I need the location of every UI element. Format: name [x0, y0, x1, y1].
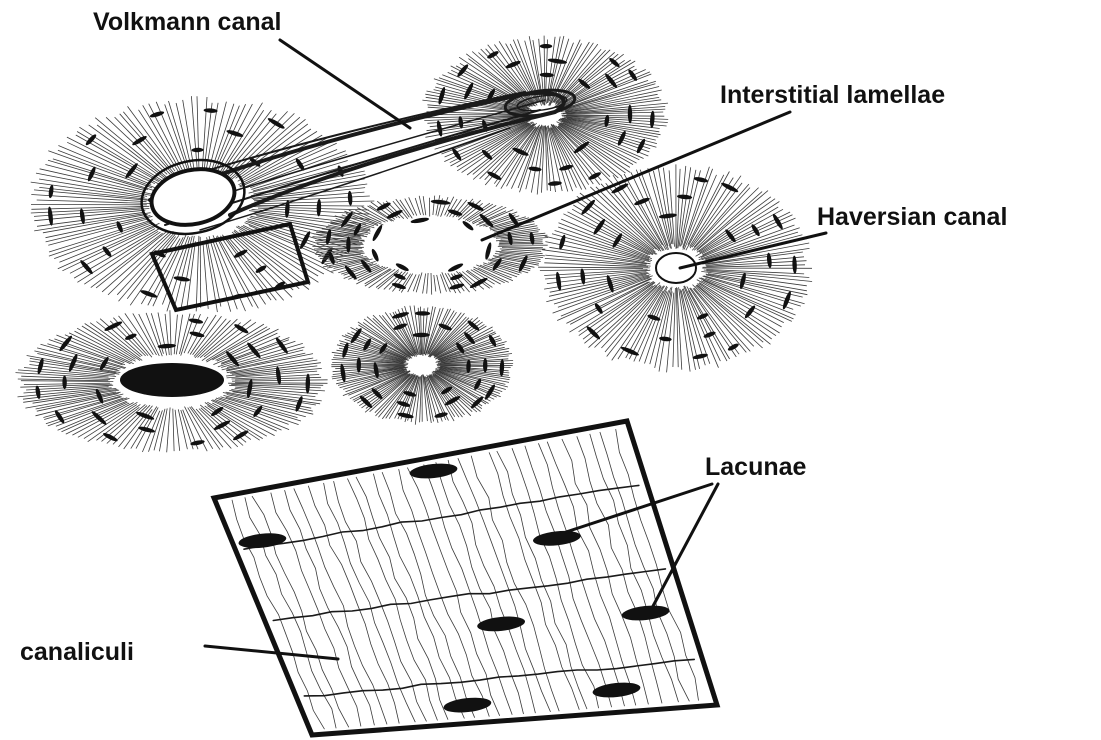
canaliculus	[324, 483, 416, 722]
canaliculus	[577, 436, 662, 703]
label-canaliculi: canaliculi	[20, 638, 338, 666]
lacuna-mark	[305, 374, 310, 394]
lacuna-mark	[573, 140, 591, 154]
inset-lacuna	[532, 529, 581, 548]
lacuna-mark	[267, 117, 286, 131]
inset-lacuna	[443, 696, 492, 715]
lacuna-mark	[529, 232, 535, 245]
haversian-canal-opening	[656, 253, 696, 283]
lacuna-mark	[349, 327, 363, 344]
canaliculus	[562, 439, 649, 704]
lacuna-mark	[298, 230, 311, 250]
label-volkmann-canal: Volkmann canal	[93, 8, 410, 128]
interstitial-lamellae-label: Interstitial lamellae	[720, 81, 945, 109]
lacuna-mark	[316, 199, 321, 217]
lacuna-mark	[650, 111, 655, 129]
inset-lacuna	[621, 604, 670, 623]
canaliculi-label: canaliculi	[20, 638, 134, 666]
lacuna-mark	[203, 108, 217, 113]
lacuna-mark	[189, 318, 204, 325]
volkmann-canal-leader	[280, 40, 410, 128]
canaliculus	[525, 446, 612, 707]
lower-left-canal	[120, 363, 224, 397]
lacunae-leader-lower	[652, 484, 718, 608]
lacuna-mark	[391, 311, 409, 320]
canaliculi-leader	[205, 646, 338, 659]
lacuna-mark	[370, 248, 380, 262]
canaliculus	[285, 490, 375, 725]
lacuna-mark	[447, 262, 464, 273]
canaliculus	[399, 469, 490, 716]
lacuna-mark	[484, 242, 493, 260]
canaliculus	[547, 442, 636, 706]
lacuna-mark	[48, 185, 54, 199]
lacuna-mark	[232, 429, 249, 442]
lacuna-mark	[628, 105, 633, 124]
canaliculus	[294, 488, 387, 724]
haversian-canal-label: Haversian canal	[817, 203, 1007, 231]
inset-lacuna	[476, 614, 525, 633]
interstitial-region	[312, 195, 548, 294]
volkmann-canal-label: Volkmann canal	[93, 8, 282, 36]
lacuna-mark	[659, 213, 678, 219]
lamella-boundary	[273, 569, 665, 621]
lacuna-mark	[358, 394, 373, 409]
lacuna-mark	[275, 366, 282, 385]
lacuna-mark	[792, 256, 797, 274]
lacuna-mark	[727, 342, 740, 352]
lacuna-mark	[415, 311, 430, 316]
lacuna-mark	[604, 72, 619, 89]
lacunae-label: Lacunae	[705, 453, 807, 481]
lacuna-mark	[124, 162, 139, 180]
osteon-lower-center	[331, 306, 513, 425]
canaliculus	[538, 443, 624, 706]
canaliculus	[271, 493, 361, 727]
lacuna-mark	[102, 432, 118, 443]
label-lacunae: Lacunae	[566, 453, 807, 608]
inset-frame	[214, 421, 717, 735]
lacunae-leader-upper	[566, 484, 712, 532]
lacuna-mark	[540, 44, 552, 49]
lacuna-mark	[371, 224, 384, 242]
lacuna-mark	[627, 68, 638, 82]
lacuna-mark	[274, 336, 289, 354]
lacuna-mark	[559, 164, 574, 172]
inset-lacuna	[238, 531, 287, 550]
magnified-inset	[214, 421, 717, 735]
lacuna-mark	[461, 220, 474, 232]
lacuna-mark	[191, 148, 203, 153]
inset-lacuna	[409, 462, 458, 481]
lacuna-mark	[635, 138, 646, 154]
lacuna-mark	[410, 217, 429, 225]
